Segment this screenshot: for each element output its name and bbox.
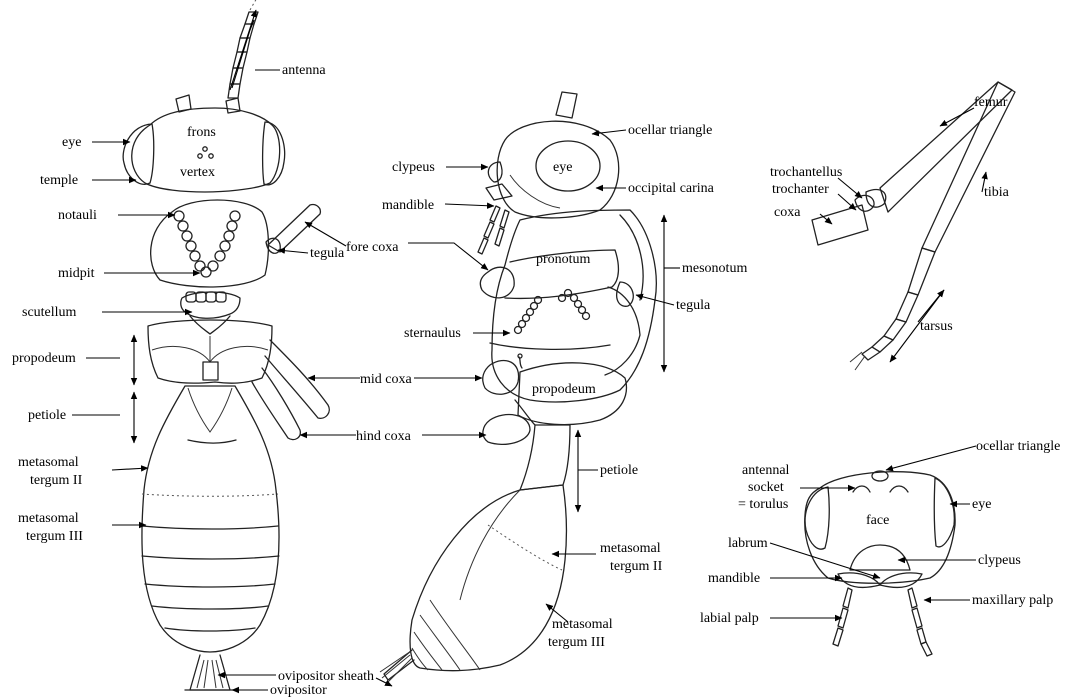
label-notauli: notauli [58, 208, 97, 223]
face-torulus-left [853, 486, 870, 492]
label-ocellar-triangle-face: ocellar triangle [976, 439, 1060, 454]
face-clypeus [850, 545, 910, 570]
face-eye-left [805, 487, 829, 549]
label-metasomal-ii-dorsal-1: metasomal [18, 455, 79, 470]
lateral-scape [556, 92, 577, 118]
dorsal-mesonotum [151, 200, 269, 287]
label-clypeus-face: clypeus [978, 553, 1021, 568]
label-eye-face: eye [972, 497, 991, 512]
dorsal-mid-leg [265, 340, 329, 418]
label-face: face [866, 513, 889, 528]
label-maxillary-palp: maxillary palp [972, 593, 1053, 608]
face-drawing [805, 471, 955, 656]
label-tarsus: tarsus [920, 319, 953, 334]
label-coxa: coxa [774, 205, 801, 220]
label-metasomal-ii-lateral-2: tergum II [610, 559, 663, 574]
label-hind-coxa: hind coxa [356, 429, 412, 444]
face-torulus-right [890, 486, 908, 492]
label-ovipositor-sheath-dorsal: ovipositor sheath [278, 669, 374, 684]
dorsal-scutellum [181, 292, 240, 318]
label-frons: frons [187, 125, 216, 140]
label-propodeum-lateral: propodeum [532, 382, 596, 397]
label-ocellar-triangle-lateral: ocellar triangle [628, 123, 712, 138]
label-metasomal-iii-lateral-1: metasomal [552, 617, 613, 632]
label-scutellum: scutellum [22, 305, 77, 320]
label-trochantellus: trochantellus [770, 165, 842, 180]
label-vertex: vertex [180, 165, 215, 180]
label-mid-coxa: mid coxa [360, 372, 412, 387]
label-antennal-socket-2: socket [748, 480, 784, 495]
label-eye-lateral: eye [553, 160, 572, 175]
label-femur: femur [974, 95, 1008, 110]
label-fore-coxa: fore coxa [346, 240, 399, 255]
lateral-mid-coxa [483, 360, 519, 394]
label-clypeus-lateral: clypeus [392, 160, 435, 175]
label-eye-dorsal: eye [62, 135, 81, 150]
dorsal-eye-right [263, 122, 285, 185]
label-tibia: tibia [984, 185, 1010, 200]
label-labrum: labrum [728, 536, 768, 551]
label-trochanter: trochanter [772, 182, 829, 197]
lateral-clypeus [488, 162, 502, 182]
label-occipital-carina: occipital carina [628, 181, 715, 196]
dorsal-notauli-beads [174, 211, 240, 277]
label-tegula-dorsal: tegula [310, 246, 345, 261]
face-palps [833, 588, 932, 656]
leg-tarsus [850, 248, 935, 370]
leg-coxa [812, 205, 868, 245]
label-pronotum: pronotum [536, 252, 591, 267]
label-petiole-lateral: petiole [600, 463, 638, 478]
label-tegula-lateral: tegula [676, 298, 711, 313]
label-midpit: midpit [58, 266, 95, 281]
face-eye-right [934, 478, 954, 547]
label-petiole-dorsal: petiole [28, 408, 66, 423]
dorsal-metasoma [142, 386, 279, 652]
label-antenna: antenna [282, 63, 326, 78]
label-antennal-socket-3: = torulus [738, 497, 788, 512]
label-propodeum-dorsal: propodeum [12, 351, 76, 366]
dorsal-ovipositor [185, 655, 235, 690]
face-mandible-left [838, 573, 880, 588]
label-sternaulus: sternaulus [404, 326, 461, 341]
label-metasomal-ii-dorsal-2: tergum II [30, 473, 83, 488]
label-labial-palp: labial palp [700, 611, 759, 626]
dorsal-scape-right [226, 98, 240, 113]
lateral-tegula [617, 282, 634, 306]
label-metasomal-ii-lateral-1: metasomal [600, 541, 661, 556]
label-mesonotum: mesonotum [682, 261, 747, 276]
label-ovipositor: ovipositor [270, 683, 327, 698]
lateral-view-drawing [380, 92, 656, 684]
lateral-ovipositor [380, 650, 414, 684]
label-metasomal-iii-dorsal-2: tergum III [26, 529, 83, 544]
label-temple: temple [40, 173, 78, 188]
leg-trochanter [855, 195, 874, 211]
dorsal-wing-base [268, 205, 320, 252]
label-mandible-lateral: mandible [382, 198, 434, 213]
label-mandible-face: mandible [708, 571, 760, 586]
lateral-hind-coxa [483, 415, 530, 445]
lateral-metasoma [410, 485, 566, 671]
leg-drawing [812, 82, 1015, 370]
label-metasomal-iii-lateral-2: tergum III [548, 635, 605, 650]
lateral-mesonotum-line [620, 215, 643, 300]
label-antennal-socket-1: antennal [742, 463, 790, 478]
lateral-palps [478, 206, 509, 254]
dorsal-eye-left [123, 124, 154, 184]
label-metasomal-iii-dorsal-1: metasomal [18, 511, 79, 526]
dorsal-view-drawing [123, 0, 329, 690]
